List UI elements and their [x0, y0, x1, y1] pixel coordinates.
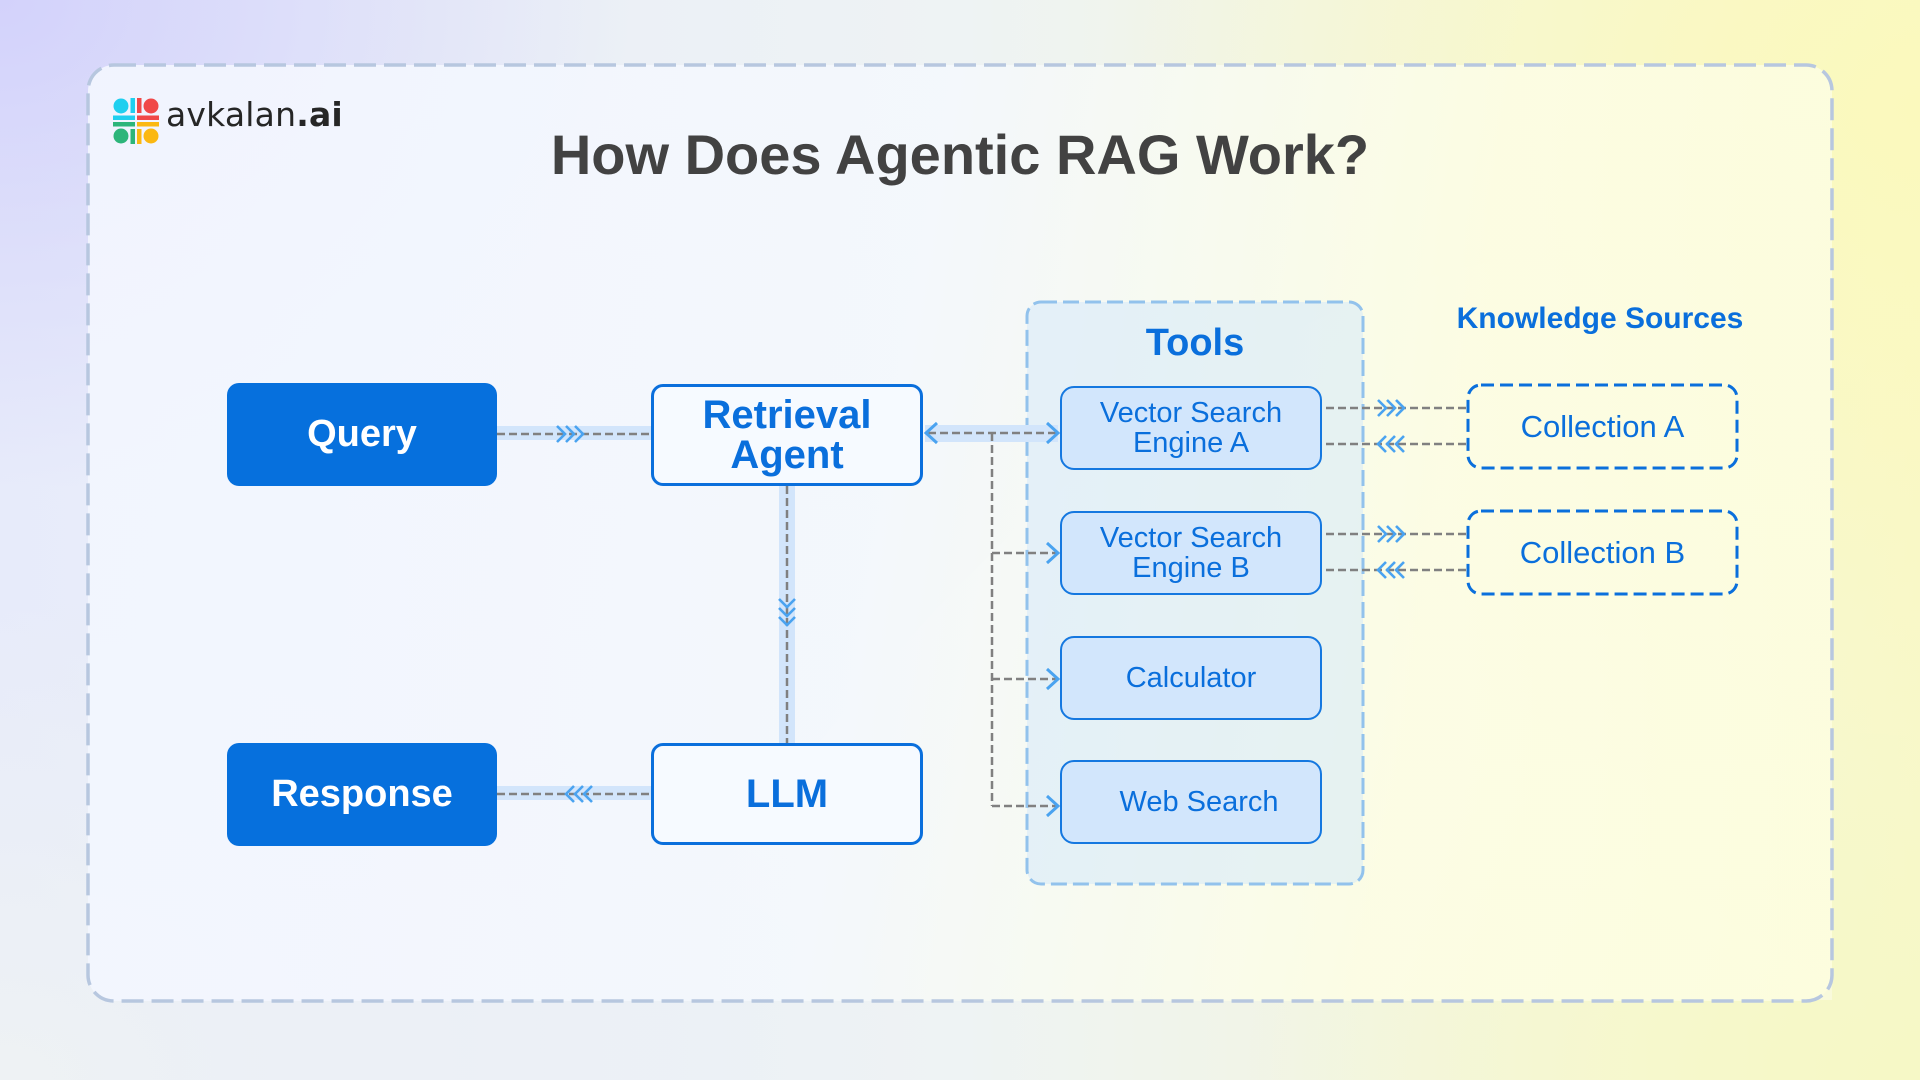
- tool-vector-search-engine-b[interactable]: Vector Search Engine B: [1060, 511, 1322, 595]
- tool-label: Calculator: [1125, 662, 1257, 694]
- collection-dashed-border: [1466, 509, 1739, 596]
- tool-label: Vector Search Engine B: [1099, 522, 1283, 584]
- response-label: Response: [271, 773, 453, 815]
- brand-wordmark: avkalan.ai: [166, 95, 343, 134]
- tool-calculator[interactable]: Calculator: [1060, 636, 1322, 720]
- response-node[interactable]: Response: [227, 743, 497, 846]
- page-title: How Does Agentic RAG Work?: [550, 123, 1370, 186]
- collection-dashed-border: [1466, 383, 1739, 470]
- brand-suffix: .ai: [296, 95, 343, 134]
- collection-b-node[interactable]: Collection B: [1466, 509, 1739, 596]
- tool-web-search[interactable]: Web Search: [1060, 760, 1322, 844]
- llm-label: LLM: [745, 772, 829, 816]
- retrieval-agent-node[interactable]: Retrieval Agent: [651, 384, 923, 486]
- tool-vector-search-engine-a[interactable]: Vector Search Engine A: [1060, 386, 1322, 470]
- brand-name: avkalan: [166, 95, 297, 134]
- llm-node[interactable]: LLM: [651, 743, 923, 845]
- retrieval-agent-label: Retrieval Agent: [702, 393, 872, 477]
- collection-label: Collection A: [1520, 408, 1685, 444]
- query-label: Query: [307, 413, 417, 455]
- four-petal-logo-icon: [113, 98, 159, 144]
- tools-group-dashed-border: [1025, 300, 1365, 886]
- tool-label: Web Search: [1119, 786, 1279, 818]
- tool-label: Vector Search Engine A: [1099, 397, 1283, 459]
- collection-a-node[interactable]: Collection A: [1466, 383, 1739, 470]
- collection-label: Collection B: [1519, 534, 1686, 570]
- knowledge-sources-heading: Knowledge Sources: [1456, 302, 1744, 335]
- tools-heading: Tools: [1145, 322, 1245, 364]
- query-node[interactable]: Query: [227, 383, 497, 486]
